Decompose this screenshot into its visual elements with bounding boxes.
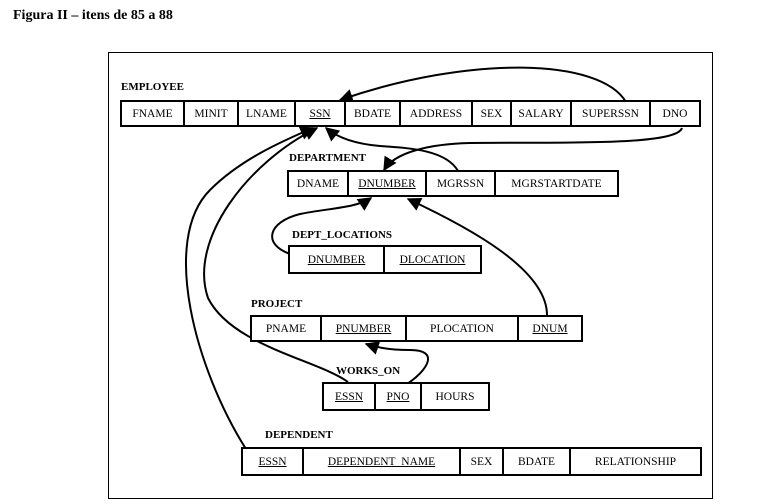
dept-locations-col-dlocation: DLOCATION bbox=[399, 253, 466, 266]
diagram-frame bbox=[108, 52, 713, 499]
project-relation: PNAME PNUMBER PLOCATION DNUM bbox=[250, 315, 583, 342]
arrow-dependent-essn-to-ssn bbox=[185, 126, 315, 450]
arrow-deptloc-to-dnumber bbox=[271, 197, 373, 255]
employee-col-lname: LNAME bbox=[239, 102, 296, 125]
employee-col-fname: FNAME bbox=[122, 102, 185, 125]
dependent-col-dependent-name: DEPENDENT_NAME bbox=[304, 449, 461, 474]
dependent-col-relationship: RELATIONSHIP bbox=[594, 455, 677, 468]
dependent-relation: ESSN DEPENDENT_NAME SEX BDATE RELATIONSH… bbox=[241, 447, 702, 476]
works-on-col-hours: HOURS bbox=[435, 390, 475, 403]
works-on-relation: ESSN PNO HOURS bbox=[322, 382, 490, 411]
department-col-dname: DNAME bbox=[289, 172, 349, 195]
employee-table-name: EMPLOYEE bbox=[121, 81, 184, 93]
employee-col-address: ADDRESS bbox=[401, 102, 473, 125]
figure-title: Figura II – itens de 85 a 88 bbox=[13, 8, 173, 23]
project-col-plocation: PLOCATION bbox=[407, 317, 519, 340]
project-col-pname: PNAME bbox=[252, 317, 322, 340]
arrow-pno-to-pnumber bbox=[364, 341, 429, 385]
employee-col-dno: DNO bbox=[662, 107, 688, 120]
employee-col-sex: SEX bbox=[473, 102, 512, 125]
employee-col-superssn: SUPERSSN bbox=[572, 102, 651, 125]
dependent-table-name: DEPENDENT bbox=[265, 429, 333, 441]
arrow-dno-to-dnumber bbox=[383, 127, 683, 172]
dept-locations-table-name: DEPT_LOCATIONS bbox=[292, 229, 393, 241]
works-on-table-name: WORKS_ON bbox=[336, 365, 401, 377]
project-table-name: PROJECT bbox=[251, 298, 303, 310]
project-col-dnum: DNUM bbox=[532, 322, 568, 335]
arrow-workson-essn-to-ssn bbox=[203, 127, 349, 383]
project-col-pnumber: PNUMBER bbox=[322, 317, 407, 340]
arrow-dnum-to-dnumber bbox=[406, 197, 549, 317]
dependent-col-essn: ESSN bbox=[243, 449, 304, 474]
employee-col-bdate: BDATE bbox=[346, 102, 401, 125]
employee-col-salary: SALARY bbox=[512, 102, 572, 125]
employee-relation: FNAME MINIT LNAME SSN BDATE ADDRESS SEX … bbox=[120, 100, 701, 127]
employee-col-minit: MINIT bbox=[185, 102, 239, 125]
department-col-dnumber: DNUMBER bbox=[349, 172, 427, 195]
department-table-name: DEPARTMENT bbox=[289, 152, 367, 164]
department-col-mgrstartdate: MGRSTARTDATE bbox=[511, 177, 602, 190]
arrow-superssn-to-ssn bbox=[338, 66, 627, 103]
arrow-mgrssn-to-ssn bbox=[324, 127, 459, 172]
department-relation: DNAME DNUMBER MGRSSN MGRSTARTDATE bbox=[287, 170, 619, 197]
employee-col-ssn: SSN bbox=[296, 102, 346, 125]
dept-locations-relation: DNUMBER DLOCATION bbox=[288, 245, 482, 274]
dependent-col-bdate: BDATE bbox=[504, 449, 571, 474]
works-on-col-pno: PNO bbox=[376, 384, 422, 409]
department-col-mgrssn: MGRSSN bbox=[427, 172, 496, 195]
dependent-col-sex: SEX bbox=[461, 449, 504, 474]
works-on-col-essn: ESSN bbox=[324, 384, 376, 409]
dept-locations-col-dnumber: DNUMBER bbox=[290, 247, 385, 272]
